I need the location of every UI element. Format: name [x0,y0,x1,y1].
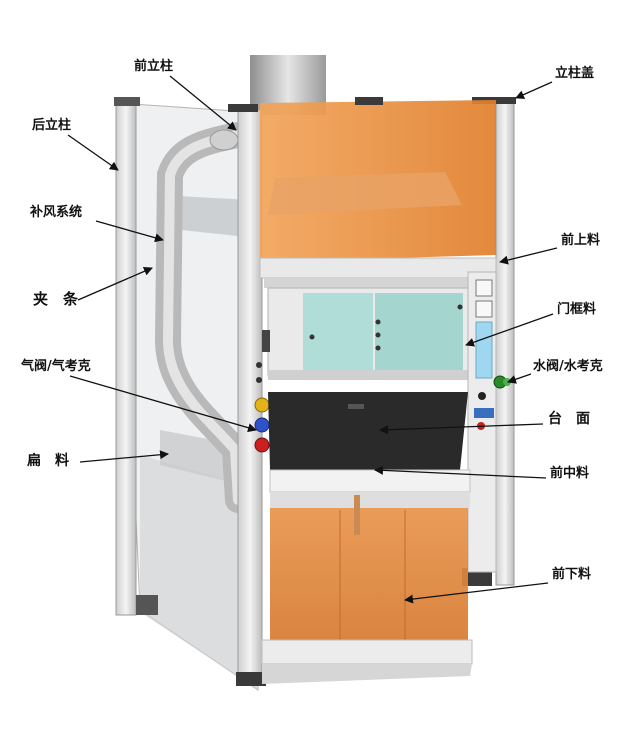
lower-orange-cabinet [270,508,468,640]
column-dot [256,362,262,368]
control-knob [478,392,486,400]
air-supply-duct-highlight [162,130,243,505]
arrow-post-cap [515,81,553,99]
sash-glass-right [375,293,463,371]
sash-dot [457,304,463,310]
label-door-frame-profile: 门框料 [557,302,597,317]
sash-dot [375,345,381,351]
label-front-lower-panel: 前下料 [552,567,592,582]
front-middle-rail-shade [270,492,470,508]
label-worktop: 台 面 [548,411,590,427]
left-panel-slot [262,330,270,352]
front-post-shape [237,109,263,686]
label-flat-profile: 扁 料 [27,453,69,469]
arrow-back-post [67,134,119,171]
arrow-water-valve [507,373,532,384]
inner-shelf [160,195,256,238]
door-frame-bottom [268,370,468,380]
sash-dot [375,319,381,325]
leader-lines [67,75,558,604]
arrow-flat-profile [79,450,169,463]
gas-valve-yellow [254,397,270,413]
label-clamp-strip: 夹 条 [33,290,79,308]
arrow-clamp-strip [77,267,153,301]
sash-glass-left [303,293,373,371]
worktop-surface [268,392,468,470]
arrow-gas-valve [69,375,257,433]
front-post-top-visible [355,97,383,105]
front-lower-rail [261,639,473,665]
gas-valve-red [254,437,270,453]
gauge-top [475,279,493,297]
front-post-foot [236,672,266,686]
label-post-cap: 立柱盖 [555,66,595,81]
duct-collar [209,129,239,151]
front-upper-rail [259,257,497,279]
arrow-worktop [379,423,544,435]
worktop-drain [348,404,364,409]
arrow-front-post [169,75,237,131]
arrow-air-supply [95,220,164,243]
drain-pipe [354,495,360,535]
label-back-post: 后立柱 [32,118,72,133]
label-front-upper-panel: 前上料 [561,233,601,248]
control-panel [475,321,493,379]
back-post-cap [114,97,140,106]
label-air-supply-system: 补风系统 [30,205,83,220]
label-water-valve: 水阀/水考克 [533,359,603,374]
arrow-door-frame [465,313,554,347]
switch-box [474,408,494,418]
front-post-cap [228,104,258,112]
front-upper-rail-lower [264,278,496,288]
inner-baffle-top [268,172,462,215]
back-post-shape [115,99,137,616]
back-post-foot [136,595,158,615]
sash-dot [375,332,381,338]
gas-valve-blue [254,417,270,433]
arrow-front-middle [374,465,547,479]
base-plinth [262,664,472,684]
right-front-post [495,99,515,586]
label-gas-valve: 气阀/气考克 [21,359,91,374]
label-front-middle-panel: 前中料 [550,466,590,481]
sash-dot [309,334,315,340]
label-front-post: 前立柱 [134,59,174,74]
side-lower-shade [140,455,258,690]
column-dot [256,377,262,383]
gauge-bottom [475,300,493,318]
arrow-front-lower [404,582,549,604]
arrow-front-upper [499,247,558,265]
